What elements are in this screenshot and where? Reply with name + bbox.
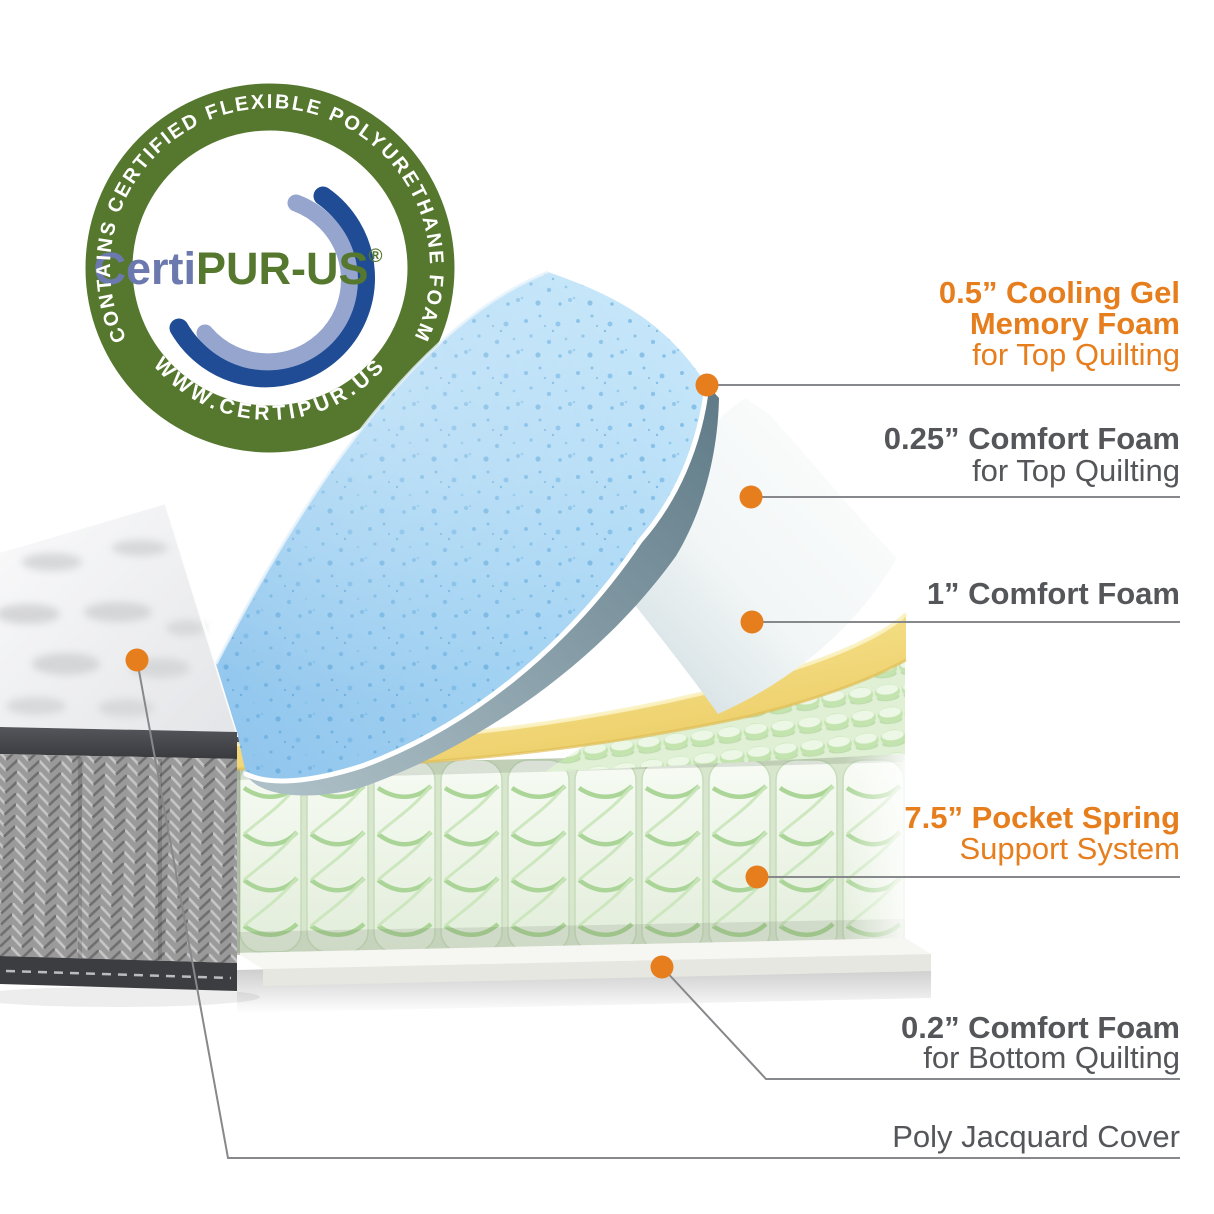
certipur-us-seal: CertiPUR-US® CONTAINS CERTIFIED FLEXIBLE… [85, 83, 455, 453]
leader-lines [136, 384, 1180, 1159]
seal-brand-suffix: PUR-US [196, 243, 369, 294]
swoosh-light-arc [196, 194, 358, 371]
callout-comfort-foam-1in-line1: 1” Comfort Foam [927, 576, 1180, 611]
callout-pocket-spring: 7.5” Pocket Spring Support System [904, 800, 1180, 866]
callout-cooling-gel: 0.5” Cooling Gel Memory Foam for Top Qui… [939, 275, 1180, 372]
quilting-dimples [0, 540, 206, 717]
dot-pocket-spring [745, 865, 769, 889]
callout-comfort-foam-bottom-line1: 0.2” Comfort Foam [901, 1010, 1180, 1045]
callout-dots [125, 373, 769, 979]
callout-poly-jacquard-line1: Poly Jacquard Cover [892, 1119, 1180, 1154]
callout-pocket-spring-line2: Support System [959, 831, 1180, 866]
callout-cooling-gel-line2: Memory Foam [970, 306, 1180, 341]
leader-poly-jacquard [136, 659, 1180, 1159]
cooling-gel-cut-edge [243, 382, 710, 784]
callout-pocket-spring-line1: 7.5” Pocket Spring [904, 800, 1180, 835]
bottom-foam-top-face [237, 938, 931, 969]
dot-comfort-foam-top [739, 485, 763, 509]
spring-pockets-front-face [237, 750, 905, 953]
callout-comfort-foam-bottom-line2: for Bottom Quilting [923, 1040, 1180, 1075]
callout-comfort-foam-top: 0.25” Comfort Foam for Top Quilting [884, 421, 1180, 488]
cooling-gel-underside-curl [246, 385, 719, 796]
seal-brand-text: CertiPUR-US® [93, 243, 382, 294]
seal-brand-prefix: Certi [93, 243, 196, 294]
springs-right-fade [843, 742, 911, 954]
cooling-gel-foam-layer [214, 270, 719, 796]
cooling-gel-back-edge-highlight [214, 270, 549, 665]
callout-labels: 0.5” Cooling Gel Memory Foam for Top Qui… [884, 275, 1180, 1154]
pocket-spring-unit [237, 628, 931, 1013]
quilt-edge-highlight [164, 503, 239, 733]
seal-registered-mark: ® [369, 246, 383, 267]
dot-comfort-foam-bottom [650, 955, 674, 979]
bottom-foam-front-edge [263, 954, 931, 986]
callout-comfort-foam-1in: 1” Comfort Foam [927, 576, 1180, 611]
callout-cooling-gel-line1: 0.5” Cooling Gel [939, 275, 1180, 310]
cover-seam-lines [78, 757, 162, 960]
binding-stitch-line [5, 969, 232, 980]
seal-swoosh-icon [169, 186, 375, 388]
callout-comfort-foam-top-line1: 0.25” Comfort Foam [884, 421, 1180, 456]
cover-herringbone-side [0, 754, 237, 963]
swoosh-navy-arc [169, 186, 375, 388]
callout-comfort-foam-top-line2: for Top Quilting [972, 453, 1180, 488]
dot-poly-jacquard [125, 648, 149, 672]
dot-comfort-foam-1in [740, 610, 764, 634]
springs-bottom-shadow [237, 919, 905, 953]
callout-cooling-gel-line3: for Top Quilting [972, 337, 1180, 372]
mattress-cover-block [0, 503, 260, 1007]
leader-comfort-foam-bottom [661, 966, 1180, 1080]
callout-comfort-foam-bottom: 0.2” Comfort Foam for Bottom Quilting [901, 1010, 1180, 1075]
dot-cooling-gel [695, 373, 719, 397]
cover-top-binding-band [0, 727, 237, 759]
callout-poly-jacquard: Poly Jacquard Cover [892, 1119, 1180, 1154]
cover-shadow [0, 987, 260, 1007]
